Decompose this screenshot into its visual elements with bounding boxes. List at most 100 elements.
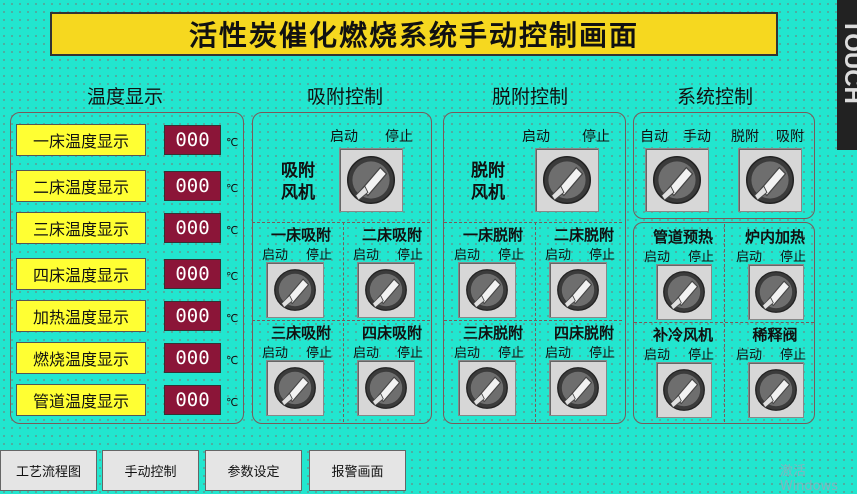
temp-value-2: 000 [164, 171, 221, 201]
temp-unit-3: ℃ [226, 224, 239, 237]
adsorption-panel [252, 112, 432, 424]
desorption-bed-1-switch[interactable] [458, 262, 516, 318]
separator [252, 222, 430, 223]
rotary-switch-icon [755, 271, 797, 313]
desorption-bed-2-start-label: 启动 [545, 248, 572, 263]
system-section-title: 系统控制 [676, 86, 753, 108]
temperature-panel [10, 112, 244, 424]
temp-label-5: 加热温度显示 [16, 300, 146, 332]
desorption-bed-1-title: 一床脱附 [462, 226, 523, 244]
desorption-fan-start-label: 启动 [522, 129, 550, 145]
temp-unit-6: ℃ [226, 354, 239, 367]
temp-unit-5: ℃ [226, 312, 239, 325]
rotary-switch-icon [542, 155, 592, 205]
rotary-switch-icon [557, 367, 599, 409]
separator [252, 320, 430, 321]
adsorption-bed-2-switch[interactable] [357, 262, 415, 318]
system-item-4-title: 稀释阀 [752, 326, 798, 344]
adsorption-bed-3-switch[interactable] [266, 360, 324, 416]
adsorption-bed-2-start-label: 启动 [353, 248, 380, 263]
adsorption-bed-2-stop-label: 停止 [397, 248, 424, 263]
desorption-fan-stop-label: 停止 [582, 129, 610, 145]
rotary-switch-icon [274, 367, 316, 409]
touch-side-tab: TOUCH [837, 0, 857, 150]
rotary-switch-icon [466, 367, 508, 409]
system-auto-label: 自动 [640, 129, 668, 145]
desorption-panel [443, 112, 626, 424]
separator [444, 320, 622, 321]
adsorption-bed-4-title: 四床吸附 [361, 324, 422, 342]
system-item-4-start-label: 启动 [736, 348, 763, 363]
adsorption-fan-start-label: 启动 [330, 129, 358, 145]
adsorption-bed-3-stop-label: 停止 [306, 346, 333, 361]
temp-unit-4: ℃ [226, 270, 239, 283]
temperature-section-title: 温度显示 [86, 86, 163, 108]
auto-manual-switch[interactable] [645, 148, 709, 212]
system-desorb-label: 脱附 [731, 129, 759, 145]
adsorption-bed-1-switch[interactable] [266, 262, 324, 318]
nav-manual-control-button[interactable]: 手动控制 [102, 450, 199, 491]
rotary-switch-icon [365, 367, 407, 409]
nav-process-flow-button[interactable]: 工艺流程图 [0, 450, 97, 491]
adsorption-bed-3-title: 三床吸附 [270, 324, 331, 342]
nav-alarm-screen-button[interactable]: 报警画面 [309, 450, 406, 491]
adsorption-fan-label: 吸附 风机 [281, 161, 315, 203]
desorption-bed-3-title: 三床脱附 [462, 324, 523, 342]
desorption-fan-switch[interactable] [535, 148, 599, 212]
temp-label-1: 一床温度显示 [16, 124, 146, 156]
desorb-adsorb-switch[interactable] [738, 148, 802, 212]
desorption-fan-label: 脱附 风机 [471, 161, 505, 203]
temp-value-6: 000 [164, 343, 221, 373]
rotary-switch-icon [346, 155, 396, 205]
desorption-bed-2-switch[interactable] [549, 262, 607, 318]
separator [343, 222, 344, 422]
system-item-1-stop-label: 停止 [688, 250, 715, 265]
system-item-3-start-label: 启动 [644, 348, 671, 363]
temp-value-4: 000 [164, 259, 221, 289]
system-item-3-switch[interactable] [656, 362, 712, 418]
temp-label-4: 四床温度显示 [16, 258, 146, 290]
temp-unit-7: ℃ [226, 396, 239, 409]
adsorption-bed-4-stop-label: 停止 [397, 346, 424, 361]
nav-parameter-settings-button[interactable]: 参数设定 [205, 450, 302, 491]
rotary-switch-icon [466, 269, 508, 311]
system-adsorb-label: 吸附 [776, 129, 804, 145]
temp-unit-2: ℃ [226, 182, 239, 195]
desorption-bed-3-switch[interactable] [458, 360, 516, 416]
system-item-2-title: 炉内加热 [744, 228, 805, 246]
touch-label: TOUCH [839, 19, 857, 104]
desorption-bed-2-title: 二床脱附 [553, 226, 614, 244]
temp-value-7: 000 [164, 385, 221, 415]
system-item-3-title: 补冷风机 [652, 326, 713, 344]
system-item-2-start-label: 启动 [736, 250, 763, 265]
system-item-1-title: 管道预热 [652, 228, 713, 246]
rotary-switch-icon [652, 155, 702, 205]
rotary-switch-icon [755, 369, 797, 411]
desorption-bed-2-stop-label: 停止 [589, 248, 616, 263]
system-item-4-stop-label: 停止 [780, 348, 807, 363]
system-device-panel [633, 222, 815, 424]
system-item-4-switch[interactable] [748, 362, 804, 418]
adsorption-bed-1-title: 一床吸附 [270, 226, 331, 244]
desorption-bed-1-stop-label: 停止 [498, 248, 525, 263]
temp-label-6: 燃烧温度显示 [16, 342, 146, 374]
adsorption-fan-switch[interactable] [339, 148, 403, 212]
adsorption-bed-4-switch[interactable] [357, 360, 415, 416]
system-mode-panel [633, 112, 815, 219]
adsorption-section-title: 吸附控制 [306, 86, 383, 108]
system-item-2-switch[interactable] [748, 264, 804, 320]
adsorption-bed-2-title: 二床吸附 [361, 226, 422, 244]
desorption-bed-4-switch[interactable] [549, 360, 607, 416]
rotary-switch-icon [557, 269, 599, 311]
system-item-1-start-label: 启动 [644, 250, 671, 265]
adsorption-bed-1-start-label: 启动 [262, 248, 289, 263]
desorption-bed-4-title: 四床脱附 [553, 324, 614, 342]
desorption-bed-4-start-label: 启动 [545, 346, 572, 361]
separator [444, 222, 622, 223]
rotary-switch-icon [663, 369, 705, 411]
adsorption-bed-4-start-label: 启动 [353, 346, 380, 361]
adsorption-bed-1-stop-label: 停止 [306, 248, 333, 263]
temp-value-5: 000 [164, 301, 221, 331]
system-item-1-switch[interactable] [656, 264, 712, 320]
rotary-switch-icon [365, 269, 407, 311]
